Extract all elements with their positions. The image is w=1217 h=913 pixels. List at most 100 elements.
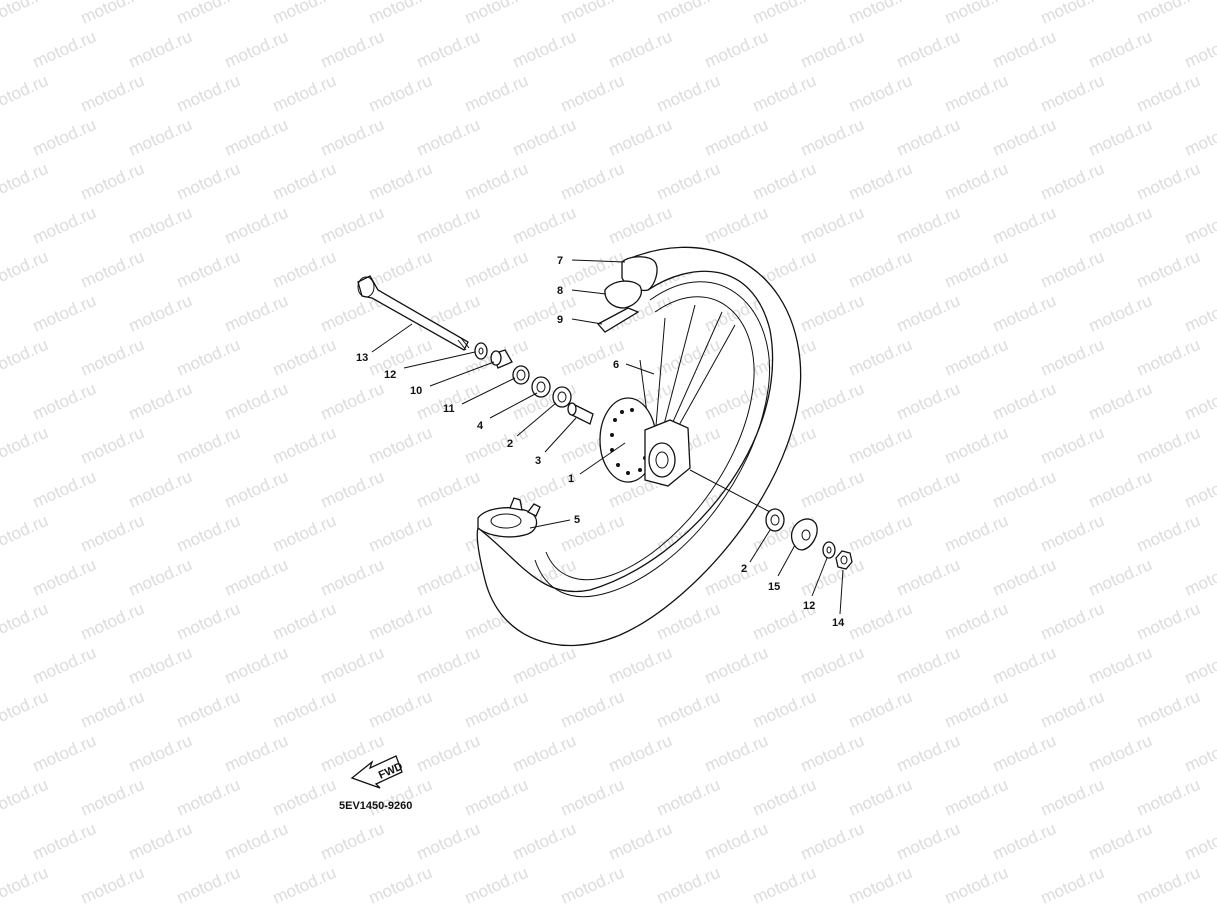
callout-12: 12 xyxy=(384,369,396,381)
callout-labels: 13 12 10 11 4 2 3 1 7 8 9 6 5 2 15 12 14 xyxy=(356,255,845,629)
watermark-text: motod.ru xyxy=(366,687,435,732)
watermark-text: motod.ru xyxy=(270,159,339,204)
watermark-text: motod.ru xyxy=(0,511,51,556)
watermark-text: motod.ru xyxy=(126,467,195,512)
watermark-text: motod.ru xyxy=(126,379,195,424)
watermark-text: motod.ru xyxy=(1086,555,1155,600)
forward-arrow-icon: FWD xyxy=(350,755,405,789)
watermark-text: motod.ru xyxy=(78,863,147,908)
watermark-text: motod.ru xyxy=(1182,467,1217,512)
watermark-text: motod.ru xyxy=(126,27,195,72)
callout-2: 2 xyxy=(507,438,513,450)
watermark-text: motod.ru xyxy=(78,247,147,292)
callout-5: 5 xyxy=(574,514,580,526)
watermark-text: motod.ru xyxy=(558,511,627,556)
watermark-text: motod.ru xyxy=(414,203,483,248)
watermark-text: motod.ru xyxy=(894,467,963,512)
watermark-text: motod.ru xyxy=(1038,0,1107,28)
watermark-text: motod.ru xyxy=(126,115,195,160)
watermark-text: motod.ru xyxy=(942,863,1011,908)
watermark-text: motod.ru xyxy=(894,907,963,913)
watermark-text: motod.ru xyxy=(798,907,867,913)
watermark-text: motod.ru xyxy=(1134,863,1203,908)
watermark-text: motod.ru xyxy=(702,203,771,248)
watermark-text: motod.ru xyxy=(0,71,51,116)
watermark-text: motod.ru xyxy=(30,291,99,336)
watermark-text: motod.ru xyxy=(702,731,771,776)
watermark-text: motod.ru xyxy=(78,511,147,556)
watermark-text: motod.ru xyxy=(1038,775,1107,820)
watermark-text: motod.ru xyxy=(30,27,99,72)
watermark-text: motod.ru xyxy=(558,863,627,908)
watermark-text: motod.ru xyxy=(270,863,339,908)
watermark-text: motod.ru xyxy=(510,203,579,248)
watermark-text: motod.ru xyxy=(1086,115,1155,160)
watermark-text: motod.ru xyxy=(750,863,819,908)
watermark-text: motod.ru xyxy=(0,555,3,600)
watermark-text: motod.ru xyxy=(0,423,51,468)
watermark-text: motod.ru xyxy=(366,599,435,644)
watermark-text: motod.ru xyxy=(0,159,51,204)
watermark-text: motod.ru xyxy=(798,555,867,600)
watermark-text: motod.ru xyxy=(1182,731,1217,776)
watermark-text: motod.ru xyxy=(702,379,771,424)
bearing-4 xyxy=(531,376,551,398)
watermark-text: motod.ru xyxy=(606,819,675,864)
watermark-text: motod.ru xyxy=(414,115,483,160)
watermark-text: motod.ru xyxy=(990,115,1059,160)
watermark-text: motod.ru xyxy=(0,379,3,424)
watermark-text: motod.ru xyxy=(30,731,99,776)
watermark-text: motod.ru xyxy=(654,775,723,820)
watermark-text: motod.ru xyxy=(174,511,243,556)
watermark-text: motod.ru xyxy=(894,291,963,336)
callout-14: 14 xyxy=(832,617,845,629)
watermark-text: motod.ru xyxy=(1038,423,1107,468)
watermark-text: motod.ru xyxy=(366,71,435,116)
watermark-text: motod.ru xyxy=(222,115,291,160)
watermark-text: motod.ru xyxy=(174,423,243,468)
watermark-text: motod.ru xyxy=(318,379,387,424)
watermark-text: motod.ru xyxy=(366,0,435,28)
watermark-text: motod.ru xyxy=(462,687,531,732)
watermark-text: motod.ru xyxy=(1182,27,1217,72)
watermark-text: motod.ru xyxy=(318,467,387,512)
watermark-text: motod.ru xyxy=(222,291,291,336)
watermark-text: motod.ru xyxy=(990,467,1059,512)
watermark-text: motod.ru xyxy=(1182,819,1217,864)
watermark-text: motod.ru xyxy=(846,511,915,556)
watermark-text: motod.ru xyxy=(846,335,915,380)
watermark-text: motod.ru xyxy=(462,0,531,28)
watermark-text: motod.ru xyxy=(78,159,147,204)
watermark-text: motod.ru xyxy=(702,115,771,160)
watermark-text: motod.ru xyxy=(222,731,291,776)
watermark-text: motod.ru xyxy=(894,379,963,424)
watermark-text: motod.ru xyxy=(462,863,531,908)
watermark-text: motod.ru xyxy=(222,203,291,248)
watermark-text: motod.ru xyxy=(1134,423,1203,468)
watermark-text: motod.ru xyxy=(1086,731,1155,776)
watermark-text: motod.ru xyxy=(606,203,675,248)
watermark-text: motod.ru xyxy=(30,907,99,913)
watermark-text: motod.ru xyxy=(942,247,1011,292)
watermark-text: motod.ru xyxy=(462,159,531,204)
watermark-text: motod.ru xyxy=(510,731,579,776)
watermark-text: motod.ru xyxy=(222,379,291,424)
watermark-text: motod.ru xyxy=(30,555,99,600)
watermark-text: motod.ru xyxy=(30,115,99,160)
watermark-text: motod.ru xyxy=(126,203,195,248)
watermark-text: motod.ru xyxy=(558,775,627,820)
watermark-text: motod.ru xyxy=(1182,379,1217,424)
watermark-text: motod.ru xyxy=(0,599,51,644)
watermark-text: motod.ru xyxy=(126,907,195,913)
watermark-text: motod.ru xyxy=(798,27,867,72)
watermark-text: motod.ru xyxy=(30,379,99,424)
watermark-text: motod.ru xyxy=(270,511,339,556)
watermark-text: motod.ru xyxy=(654,863,723,908)
watermark-text: motod.ru xyxy=(1038,687,1107,732)
watermark-text: motod.ru xyxy=(414,27,483,72)
watermark-text: motod.ru xyxy=(78,687,147,732)
watermark-text: motod.ru xyxy=(414,291,483,336)
watermark-text: motod.ru xyxy=(654,0,723,28)
callout-8: 8 xyxy=(557,285,563,297)
watermark-text: motod.ru xyxy=(414,731,483,776)
